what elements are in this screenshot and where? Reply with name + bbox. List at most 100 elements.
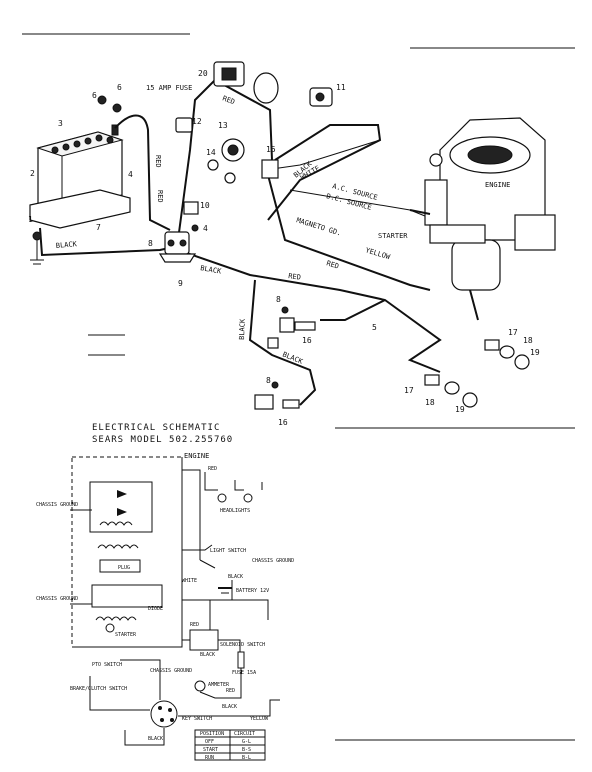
- callout-19b: 19: [455, 405, 465, 414]
- cable-loop: [253, 72, 279, 104]
- sch-label-red-3: RED: [226, 688, 235, 694]
- callout-16a: 16: [302, 336, 312, 345]
- brake-switch-part: [254, 394, 300, 410]
- pto-switch-part: [279, 317, 316, 333]
- battery: [36, 124, 124, 213]
- key-terminal-b: [158, 706, 162, 710]
- label-red-top: RED: [221, 94, 236, 106]
- sch-label-battery: BATTERY 12V: [236, 588, 269, 594]
- ammeter: [207, 138, 245, 184]
- sch-label-headlights: HEADLIGHTS: [220, 508, 250, 514]
- alternator-windings: [89, 481, 153, 533]
- callout-12: 12: [192, 117, 202, 126]
- solenoid-switch: [189, 629, 219, 651]
- sch-label-black-4: BLACK: [148, 736, 163, 742]
- key-terminal-s: [168, 708, 172, 712]
- sch-label-yellow: YELLOW: [250, 716, 269, 722]
- part-11-switch: [309, 87, 333, 107]
- label-red-vertical: RED: [154, 155, 162, 168]
- label-black-solenoid: BLACK: [200, 264, 223, 276]
- ammeter-symbol: [194, 680, 206, 692]
- ground-bolt-1: [30, 231, 44, 265]
- callout-8b: 8: [276, 295, 281, 304]
- headlight-right: [484, 339, 530, 370]
- callout-1: 1: [28, 215, 33, 224]
- table-cell-start: START: [203, 747, 218, 753]
- callout-11: 11: [336, 83, 346, 92]
- callout-6a: 6: [92, 91, 97, 100]
- callout-2: 2: [30, 169, 35, 178]
- callout-20: 20: [198, 69, 208, 78]
- sch-label-black-1: BLACK: [228, 574, 243, 580]
- bolt-4: [191, 224, 199, 232]
- sch-label-starter: STARTER: [115, 632, 137, 638]
- key-terminal-g: [170, 718, 174, 722]
- label-yellow: YELLOW: [364, 246, 391, 261]
- sch-label-key-switch: KEY SWITCH: [182, 716, 212, 722]
- wire-black-headlights: [248, 279, 317, 406]
- battery-leads: [205, 580, 269, 620]
- key-switch-part: [213, 61, 245, 87]
- sch-label-black-2: BLACK: [200, 652, 215, 658]
- callout-5: 5: [372, 323, 377, 332]
- sch-label-plug: PLUG: [118, 565, 130, 571]
- headlight-wiring: [204, 472, 263, 491]
- label-magneto: MAGNETO GD.: [295, 216, 342, 237]
- sch-label-chassis-ground-4: CHASSIS GROUND: [150, 668, 192, 674]
- callout-7: 7: [96, 223, 101, 232]
- sch-label-solenoid: SOLENOID SWITCH: [220, 642, 265, 648]
- table-cell-off-circuit: G-L: [242, 739, 251, 745]
- engine-block: [409, 117, 556, 321]
- wire-red-pto: [320, 299, 386, 321]
- sch-label-white: WHITE: [182, 578, 197, 584]
- schematic-border: [72, 457, 183, 648]
- label-red-vertical-2: RED: [156, 190, 164, 203]
- callout-8a: 8: [148, 239, 153, 248]
- callout-13: 13: [218, 121, 228, 130]
- callout-18a: 18: [523, 336, 533, 345]
- sch-label-red-2: RED: [190, 622, 199, 628]
- bolt-6a: [97, 95, 107, 105]
- callout-17b: 17: [404, 386, 414, 395]
- headlight-lamp-1: [217, 493, 227, 503]
- label-black-vertical: BLACK: [238, 318, 247, 340]
- sch-label-engine: ENGINE: [184, 452, 209, 460]
- part-15-connector: [261, 159, 279, 179]
- callout-9: 9: [178, 279, 183, 288]
- callout-15: 15: [266, 145, 276, 154]
- label-starter: STARTER: [378, 232, 408, 240]
- table-header-position: POSITION: [200, 731, 224, 737]
- sch-label-pto: PTO SWITCH: [92, 662, 122, 668]
- headlight-left: [424, 374, 478, 408]
- plug: [99, 559, 141, 573]
- bolt-8c: [271, 381, 279, 389]
- magneto-block: [91, 584, 163, 608]
- stator-coil: [99, 521, 133, 526]
- sch-label-diode: DIODE: [148, 606, 163, 612]
- callout-4b: 4: [203, 224, 208, 233]
- diode-2: [117, 508, 127, 516]
- table-cell-start-circuit: B-S: [242, 747, 251, 753]
- sch-label-light-switch: LIGHT SWITCH: [210, 548, 246, 554]
- label-black-battery: BLACK: [55, 240, 77, 250]
- diode-1: [117, 490, 127, 498]
- callout-10: 10: [200, 201, 210, 210]
- fuse-holder: [175, 117, 193, 133]
- callout-6b: 6: [117, 83, 122, 92]
- bolt-8b: [281, 306, 289, 314]
- wire-red-fuse: [177, 78, 273, 241]
- part-10-connector: [183, 201, 199, 215]
- fuse-15a: [237, 651, 245, 669]
- schematic-title: ELECTRICAL SCHEMATIC: [92, 423, 220, 433]
- ignition-coil: [97, 544, 139, 549]
- schematic-model: SEARS MODEL 502.255760: [92, 435, 233, 445]
- light-switch-contact: [182, 544, 213, 551]
- callout-4a: 4: [128, 170, 133, 179]
- electrical-schematic: ELECTRICAL SCHEMATIC SEARS MODEL 502.255…: [36, 423, 294, 761]
- key-switch-table: POSITION CIRCUIT OFF G-L START B-S RUN B…: [194, 729, 266, 761]
- wire-white-ac: [267, 124, 382, 221]
- callout-18b: 18: [425, 398, 435, 407]
- sch-label-brake-clutch: BRAKE/CLUTCH SWITCH: [70, 686, 127, 692]
